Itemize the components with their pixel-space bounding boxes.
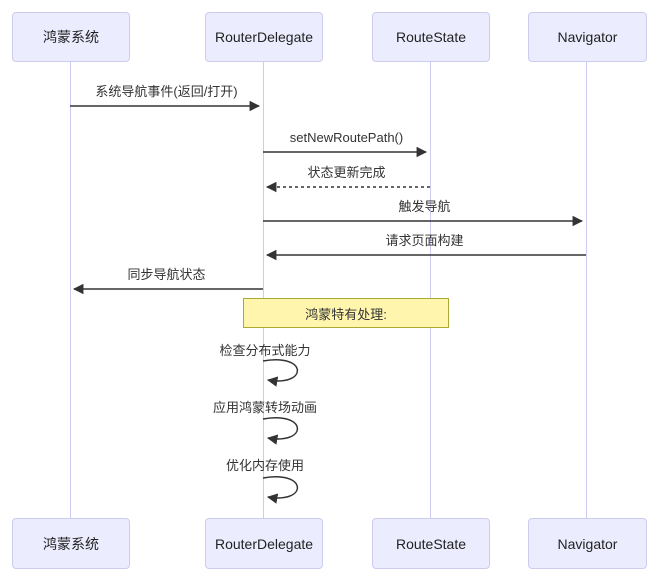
self-message-label-apply-transition: 应用鸿蒙转场动画	[212, 400, 317, 415]
actor-bottom-navigator: Navigator	[528, 518, 647, 569]
actor-top-route-state: RouteState	[372, 12, 490, 62]
message-label-system-nav-event: 系统导航事件(返回/打开)	[95, 84, 238, 99]
actor-top-router-delegate: RouterDelegate	[205, 12, 323, 62]
lifeline-navigator	[585, 62, 587, 518]
lifeline-route-state	[429, 62, 431, 518]
note-harmony-specific-handling: 鸿蒙特有处理:	[243, 298, 449, 328]
actor-top-navigator: Navigator	[528, 12, 647, 62]
message-label-state-update-done: 状态更新完成	[307, 165, 386, 180]
self-message-label-check-distributed: 检查分布式能力	[219, 343, 311, 358]
actor-bottom-harmony-system: 鸿蒙系统	[12, 518, 130, 569]
message-label-sync-nav-state: 同步导航状态	[127, 267, 206, 282]
self-loop-optimize-memory	[262, 476, 299, 504]
message-label-set-new-route-path: setNewRoutePath()	[289, 130, 404, 145]
actor-bottom-router-delegate: RouterDelegate	[205, 518, 323, 569]
actor-bottom-route-state: RouteState	[372, 518, 490, 569]
self-loop-apply-transition	[262, 417, 299, 445]
self-loop-check-distributed	[262, 359, 299, 387]
actor-top-harmony-system: 鸿蒙系统	[12, 12, 130, 62]
lifeline-harmony-system	[69, 62, 71, 518]
message-label-trigger-navigation: 触发导航	[398, 199, 451, 214]
message-label-request-page-build: 请求页面构建	[385, 233, 464, 248]
lifeline-router-delegate	[262, 62, 264, 518]
self-message-label-optimize-memory: 优化内存使用	[225, 458, 304, 473]
